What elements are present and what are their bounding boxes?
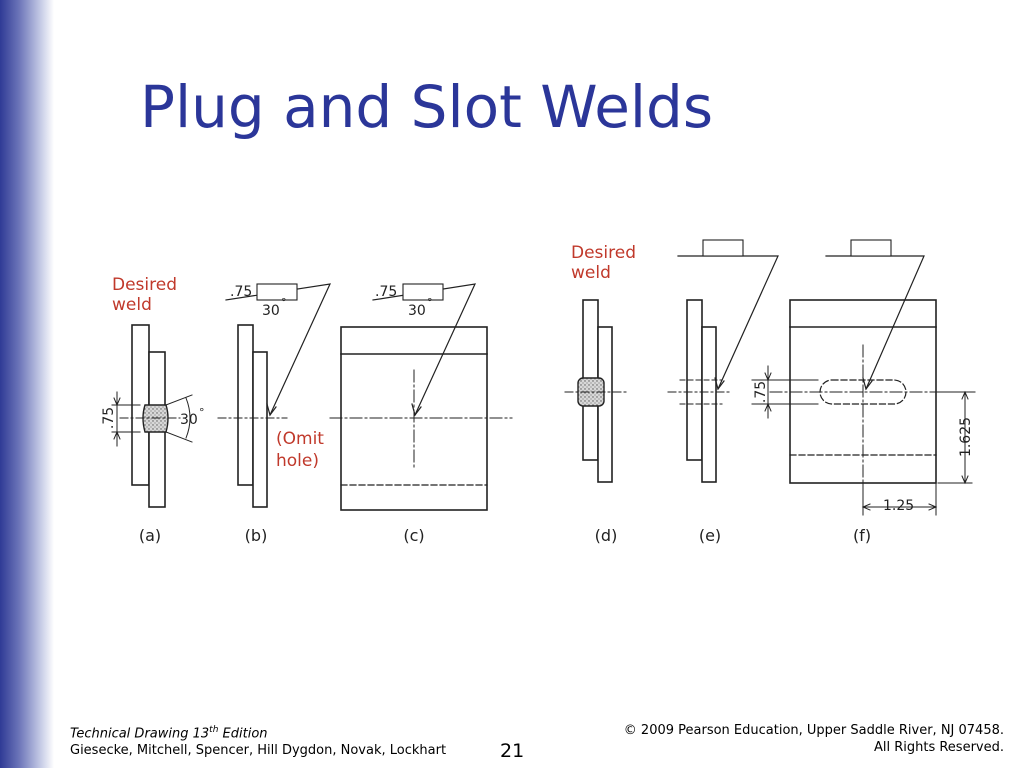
dim-075-c: .75 bbox=[375, 284, 397, 300]
dim-075-a: .75 bbox=[101, 407, 117, 429]
degree-b: ° bbox=[281, 296, 287, 309]
plate-b-front bbox=[252, 351, 268, 508]
dim-075-f: .75 bbox=[753, 381, 769, 403]
figure-e bbox=[667, 239, 779, 483]
caption-e: (e) bbox=[699, 526, 721, 545]
slot-symbol-e bbox=[702, 239, 744, 257]
copyright-text: © 2009 Pearson Education, Upper Saddle R… bbox=[623, 723, 1004, 738]
slide-title: Plug and Slot Welds bbox=[140, 73, 714, 141]
angle-30-a: 30 bbox=[180, 412, 198, 428]
degree-c: ° bbox=[427, 296, 433, 309]
figure-a bbox=[111, 324, 193, 508]
figure-b bbox=[217, 283, 332, 508]
desired-weld-label-d-2: weld bbox=[571, 263, 611, 283]
angle-30-c: 30 bbox=[408, 303, 426, 319]
caption-f: (f) bbox=[853, 526, 871, 545]
book-title: Technical Drawing 13 bbox=[70, 726, 210, 742]
dim-075-b: .75 bbox=[230, 284, 252, 300]
footer-copyright: © 2009 Pearson Education, Upper Saddle R… bbox=[624, 722, 1004, 756]
plug-symbol-b bbox=[256, 283, 298, 301]
figure-c bbox=[329, 283, 513, 511]
slot-symbol-f bbox=[850, 239, 892, 257]
caption-b: (b) bbox=[245, 526, 268, 545]
sidebar-gradient bbox=[0, 0, 54, 768]
page-number: 21 bbox=[500, 740, 525, 762]
caption-c: (c) bbox=[403, 526, 424, 545]
angle-30-b: 30 bbox=[262, 303, 280, 319]
desired-weld-label-d-1: Desired bbox=[571, 243, 636, 263]
plug-symbol-c bbox=[402, 283, 444, 301]
rights-text: All Rights Reserved. bbox=[873, 740, 1004, 755]
plate-b-back bbox=[237, 324, 254, 486]
dim-125-f: 1.25 bbox=[883, 498, 914, 514]
caption-a: (a) bbox=[139, 526, 161, 545]
dim-1625-f: 1.625 bbox=[958, 417, 974, 457]
degree-a: ° bbox=[199, 406, 205, 419]
footer-book-info: Technical Drawing 13th Edition Giesecke,… bbox=[70, 722, 446, 759]
omit-hole-label-2: hole) bbox=[276, 451, 319, 471]
figure-d bbox=[564, 299, 629, 483]
figure-f bbox=[751, 239, 976, 516]
authors: Giesecke, Mitchell, Spencer, Hill Dygdon… bbox=[70, 743, 447, 759]
book-title-line: Technical Drawing 13th Edition bbox=[70, 722, 446, 742]
desired-weld-label-a-1: Desired bbox=[112, 275, 177, 295]
desired-weld-label-a-2: weld bbox=[112, 295, 152, 315]
omit-hole-label-1: (Omit bbox=[276, 429, 324, 449]
edition-word: Edition bbox=[218, 726, 268, 742]
caption-d: (d) bbox=[595, 526, 618, 545]
edition-superscript: th bbox=[209, 725, 219, 735]
